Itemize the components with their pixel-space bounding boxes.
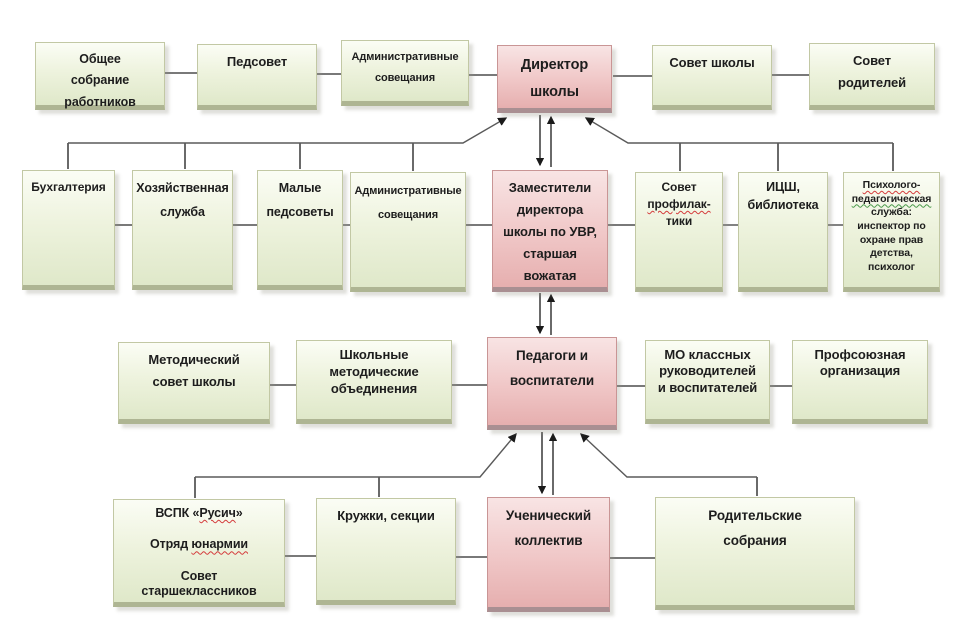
row3-links: [270, 384, 792, 387]
node-sovet-profilaktiki: Совет профилак- тики: [635, 172, 723, 292]
bus-row2-left: [67, 117, 508, 171]
node-buhgalteriya: Бухгалтерия: [22, 170, 115, 290]
node-roditelskie-sobraniya: Родительские собрания: [655, 497, 855, 610]
node-psihologo-pedagogicheskaya-sluzhba: Психолого- педагогическая служба: инспек…: [843, 172, 940, 292]
node-metodicheskiy-sovet: Методический совет школы: [118, 342, 270, 424]
row1-links: [165, 72, 809, 77]
node-shkolnye-mo: Школьные методические объединения: [296, 340, 452, 424]
bus-row2-right: [584, 117, 894, 171]
node-icsh-biblioteka: ИЦШ, библиотека: [738, 172, 828, 292]
node-hozyaystvennaya-sluzhba: Хозяйственная служба: [132, 170, 233, 290]
node-malye-pedsovety: Малые педсоветы: [257, 170, 343, 290]
node-pedagogi-vospitateli: Педагоги и воспитатели: [487, 337, 617, 430]
node-kruzhki-sektsii: Кружки, секции: [316, 498, 456, 605]
node-mo-klassnyh: МО классных руководителей и воспитателей: [645, 340, 770, 424]
node-pedsovet: Педсовет: [197, 44, 317, 110]
node-director: Директор школы: [497, 45, 612, 113]
node-vspk-rusich: ВСПК «Русич» Отряд юнармии Совет старшек…: [113, 499, 285, 607]
bus-row4-right: [580, 433, 758, 496]
node-obshchee-sobranie: Общее собрание работников: [35, 42, 165, 110]
node-admin-soveshchaniya-2: Административные совещания: [350, 172, 466, 292]
arrows-director-zamestiteli: [535, 115, 556, 167]
node-profsoyuznaya: Профсоюзная организация: [792, 340, 928, 424]
bus-row4-left: [194, 432, 517, 498]
node-zamestiteli-direktora: Заместители директора школы по УВР, стар…: [492, 170, 608, 292]
node-sovet-shkoly: Совет школы: [652, 45, 772, 110]
row4-links: [285, 555, 655, 559]
arrows-pedagogi-uchenicheskiy: [537, 432, 558, 495]
node-sovet-roditeley: Совет родителей: [809, 43, 935, 110]
node-uchenicheskiy-kollektiv: Ученический коллектив: [487, 497, 610, 612]
node-admin-soveshchaniya-1: Административные совещания: [341, 40, 469, 106]
arrows-zamestiteli-pedagogi: [535, 293, 556, 335]
